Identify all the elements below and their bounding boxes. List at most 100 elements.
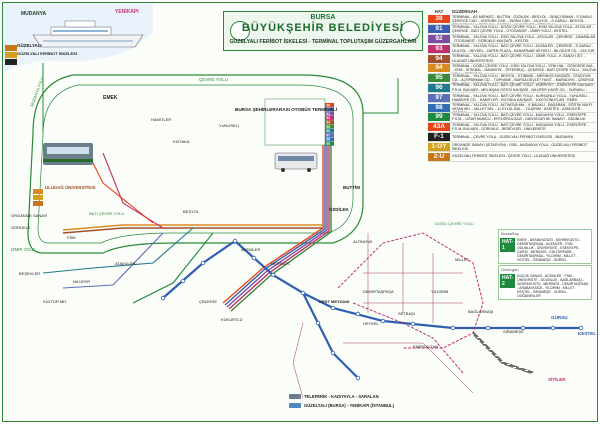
route-code-badge[interactable]: 92: [428, 34, 450, 43]
metro-stop[interactable]: [270, 272, 276, 278]
route-description: TERMİNAL - YALOVA YOLU - BESYOL - ETİBAN…: [452, 73, 595, 83]
label-yildirim: YILDIRIM: [431, 289, 448, 294]
route-code-badge[interactable]: 97: [428, 93, 450, 102]
metro-stop[interactable]: [330, 350, 336, 356]
metro-stop[interactable]: [520, 325, 526, 331]
panel-line-code[interactable]: HAT-2: [500, 274, 516, 288]
terminal-code-chip[interactable]: [325, 107, 334, 112]
label-merinos: MERİNOS: [271, 261, 290, 266]
bursaray-panel-2: Güzergah HAT-2 KÜÇÜK SANAYİ - ACEMLER - …: [498, 265, 592, 300]
route-description: TERMİNAL - YALOVA YOLU - BATI ÇEVRE YOLU…: [452, 54, 586, 63]
stop-markers[interactable]: [160, 238, 584, 381]
terminal-code-chip[interactable]: [325, 128, 334, 133]
tram-illustration: [43, 143, 93, 165]
route-code-badge[interactable]: 38: [428, 15, 450, 24]
terminal-code-label: 98: [326, 138, 330, 142]
metro-stop[interactable]: [550, 325, 556, 331]
terminal-code-chip[interactable]: [325, 111, 334, 116]
metro-stop[interactable]: [450, 325, 456, 331]
route-description: TERMİNAL - YALOVA YOLU - ALTINOVA MH. - …: [452, 103, 595, 112]
terminal-code-chip[interactable]: [325, 115, 334, 120]
route-code-badge[interactable]: 96: [428, 83, 450, 92]
metro-stop[interactable]: [232, 238, 238, 244]
route-description: TERMİNAL - DOĞU ÇEVRE YOLU - ESKİ YALOVA…: [452, 63, 596, 73]
terminal-code-chip[interactable]: [325, 141, 334, 146]
terminal-code-chip[interactable]: [325, 124, 334, 129]
route-code-badge[interactable]: 94: [428, 64, 450, 73]
panel-line-code[interactable]: HAT-1: [500, 238, 516, 252]
route-code-badge[interactable]: 94: [428, 54, 450, 63]
local-roads: [292, 233, 474, 399]
route-description: TERMİNAL - YALOVA YOLU - BATI ÇEVRE YOLU…: [452, 122, 589, 132]
route-code-badge[interactable]: 98: [428, 103, 450, 112]
terminal-code-chip[interactable]: [325, 133, 334, 138]
route-code-badge[interactable]: 2-U: [428, 152, 450, 161]
legend-col-route: GÜZERGAH: [452, 9, 478, 14]
metro-stop[interactable]: [355, 375, 361, 381]
route-code-badge[interactable]: 93: [428, 44, 450, 53]
metro-stop[interactable]: [485, 325, 491, 331]
legend-header: HAT GÜZERGAH: [428, 9, 596, 15]
label-besyol: BEŞYOL: [183, 209, 200, 214]
label-setbasi: SETBAŞI: [398, 311, 415, 316]
metro-stop[interactable]: [160, 295, 166, 301]
label-kestel: KESTEL: [578, 331, 596, 336]
metro-stop[interactable]: [200, 260, 206, 266]
metro-stop[interactable]: [180, 278, 186, 284]
route-code-badge[interactable]: 91: [428, 25, 450, 34]
metro-stop[interactable]: [300, 290, 306, 296]
metro-stop[interactable]: [355, 311, 361, 317]
label-besevler: BEŞEVLER: [19, 271, 40, 276]
route-description: TERMİNAL - AS MERKEZ - BUTTİM - ÖZDİLEK …: [452, 14, 594, 24]
city-logo-icon: [230, 21, 250, 41]
route-code-badge[interactable]: 95: [428, 74, 450, 83]
label-sitiler: SİTİLER: [548, 376, 566, 382]
terminal-code-chip[interactable]: [325, 103, 334, 107]
label-izmir-yolu: İZMİR YOLU: [11, 247, 35, 252]
terminal-code-chip[interactable]: [325, 120, 334, 125]
route-code-badge[interactable]: F-1: [428, 132, 450, 141]
terminal-area: [264, 98, 326, 146]
header-city: BURSA: [310, 14, 336, 21]
terminal-code-label: 99: [326, 142, 330, 146]
metro-stop[interactable]: [578, 325, 584, 331]
terminal-code-chip[interactable]: [325, 137, 334, 142]
yalova-road: [363, 78, 399, 114]
route-code-badge[interactable]: 99: [428, 113, 450, 122]
metro-stop[interactable]: [330, 305, 336, 311]
route-code-badge[interactable]: 43A: [428, 123, 450, 132]
label-gursu: GÜRSU: [551, 314, 568, 320]
metro-stop[interactable]: [380, 318, 386, 324]
route-description: ORGANİZE SANAYİ (İSTASYON) - OSB - MUDAN…: [452, 142, 588, 151]
terminal-code-label: 91: [326, 108, 330, 112]
city-logo-icon: [400, 21, 420, 41]
label-guzelyali: GÜZELYALI: [17, 42, 42, 48]
ferry-illustration: [32, 20, 144, 48]
label-altinova: ALTINOVA: [353, 239, 373, 244]
label-terminal: BURSA ŞEHİRLERARASI OTOBÜS TERMİNALİ: [235, 106, 337, 112]
header-org: BÜYÜKŞEHİR BELEDİYESİ: [241, 22, 405, 34]
label-hamitler: HAMİTLER: [151, 117, 171, 122]
metro-stop[interactable]: [410, 321, 416, 327]
route-code-badge[interactable]: 1-OY: [428, 142, 450, 151]
metro-stop[interactable]: [251, 255, 257, 261]
metro-stop[interactable]: [315, 320, 321, 326]
